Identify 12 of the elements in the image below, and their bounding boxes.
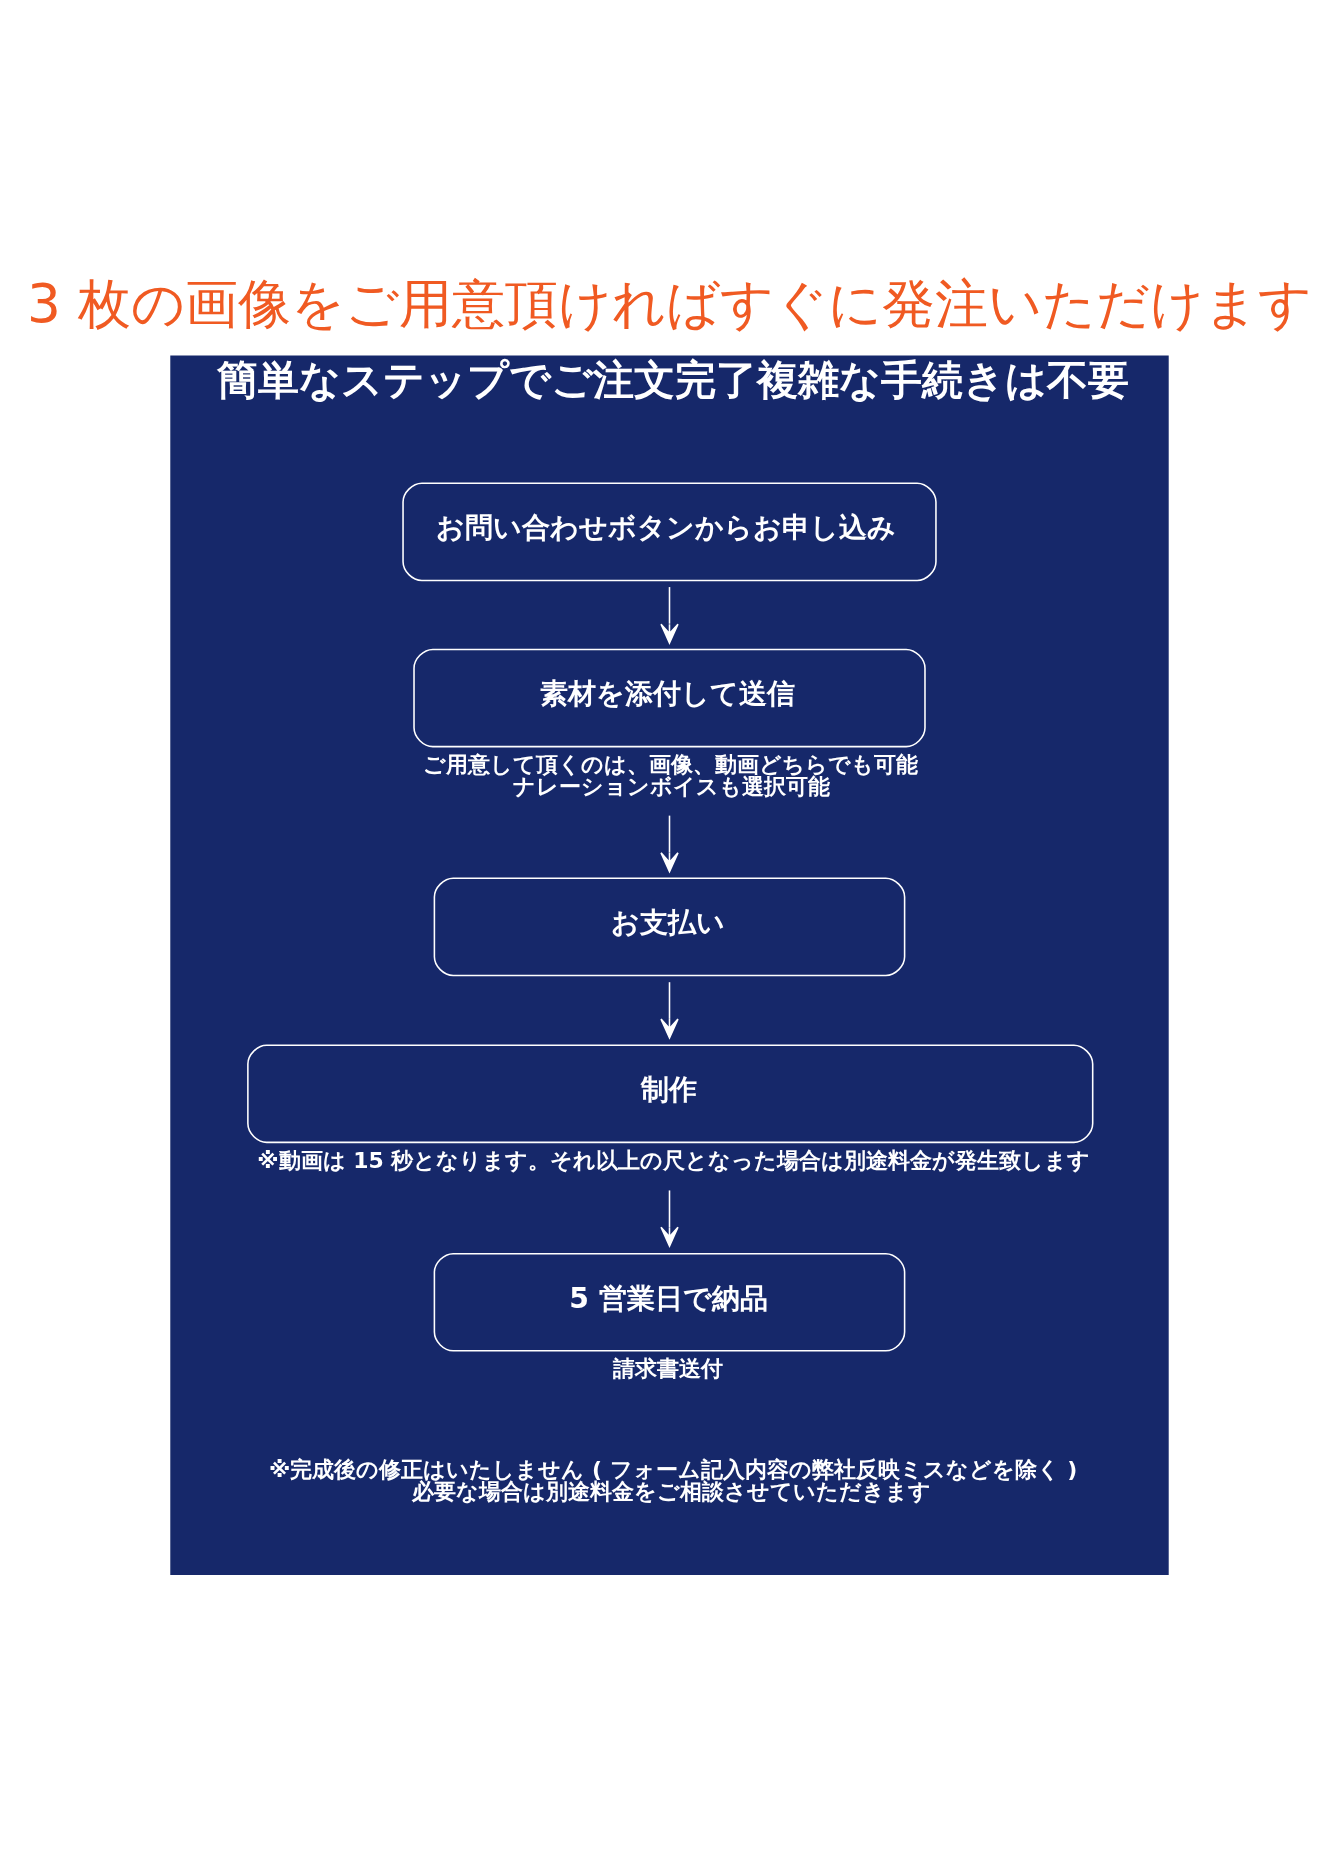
node-box: お支払い <box>433 877 906 977</box>
node-box: 5 営業日で納品 <box>433 1252 906 1352</box>
arrow <box>660 1189 679 1247</box>
node-label: ※動画は 15 秒となります。それ以上の尺となった場合は別途料金が発生致します <box>257 1147 1091 1173</box>
node-box: 素材を添付して送信 <box>413 648 926 748</box>
arrow <box>660 586 679 644</box>
arrow <box>660 814 679 873</box>
node-label: 請求書送付 <box>613 1356 724 1382</box>
arrow <box>660 981 679 1039</box>
node-box: 制作 <box>247 1044 1094 1144</box>
node-box: お問い合わせボタンからお申し込み <box>402 482 937 582</box>
diagram-title: 3 枚の画像をご用意頂ければすぐに発注いただけます <box>27 273 1312 336</box>
